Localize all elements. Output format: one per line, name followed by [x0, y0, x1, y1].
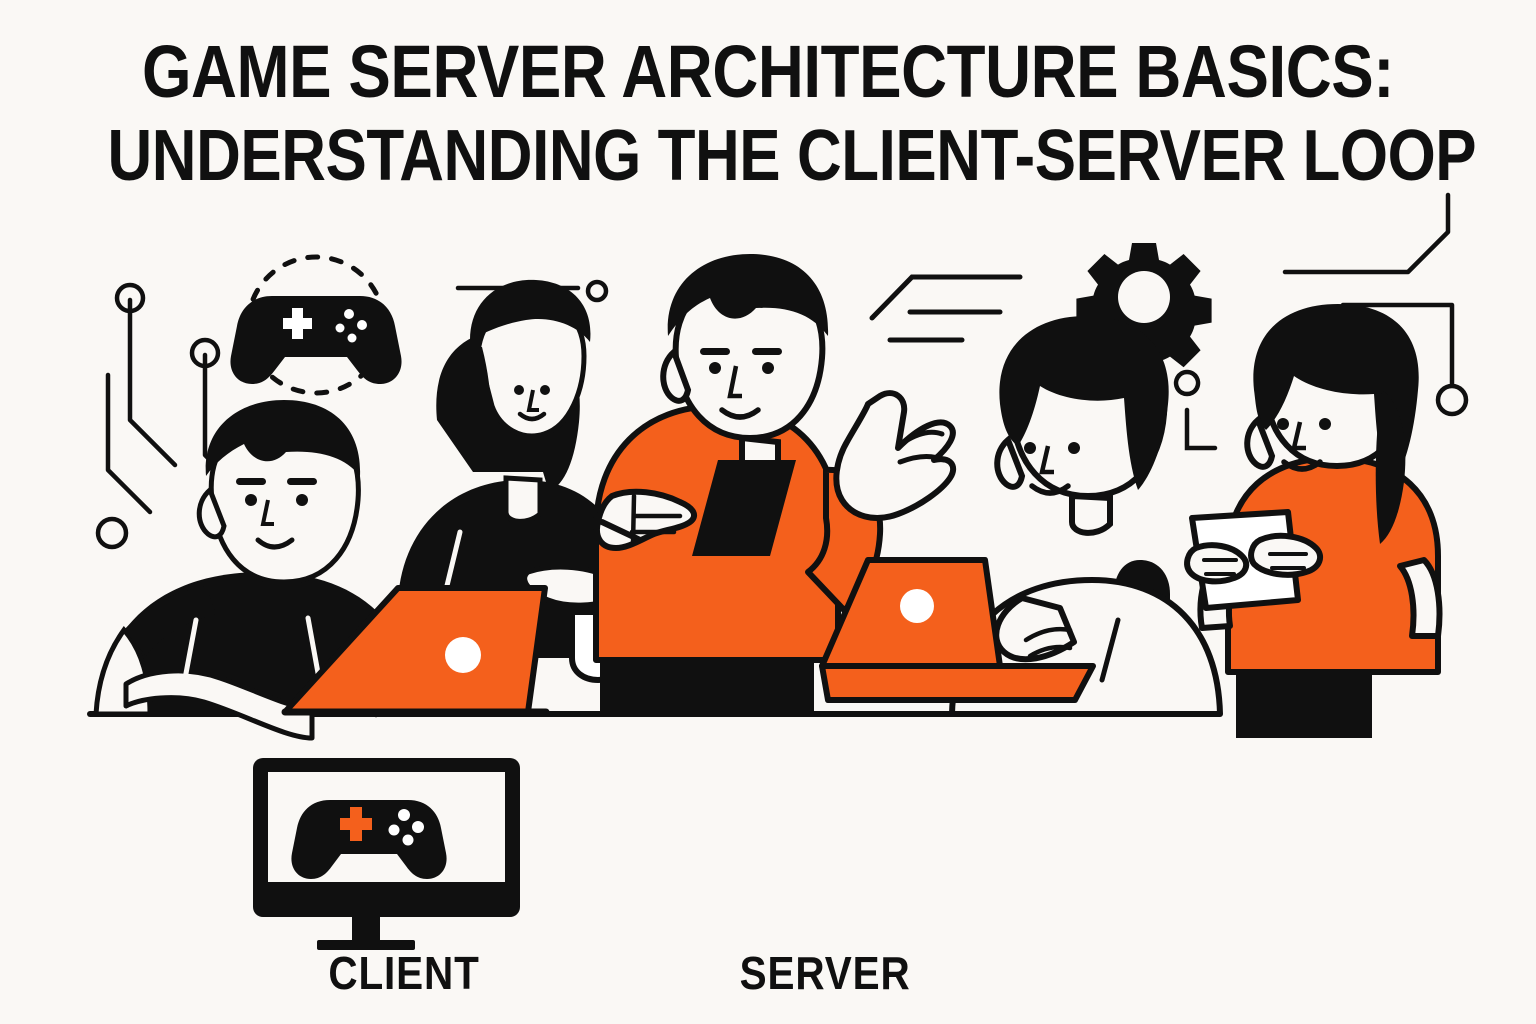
server-label: SERVER [739, 947, 911, 999]
gamepad-icon [230, 296, 402, 384]
laptop-right [819, 557, 1096, 703]
circuit-node [114, 282, 146, 314]
gamepad-icon [291, 800, 447, 879]
client-label: CLIENT [328, 947, 480, 999]
circuit-node [95, 516, 129, 550]
person-standing-black [398, 279, 634, 658]
person-seated-left [93, 400, 420, 741]
circuit-node-pin [1173, 369, 1218, 451]
decor-dot [585, 279, 609, 303]
person-presenter [593, 254, 957, 714]
signal-lines-center [869, 274, 1023, 343]
circuit-node [189, 337, 221, 369]
circuit-node [1435, 383, 1469, 417]
person-standing-orange [1184, 304, 1443, 738]
gamepad-bubble [230, 254, 402, 396]
laptop-left [281, 585, 550, 716]
circuit-top-right [1282, 192, 1455, 388]
client-monitor[interactable] [253, 758, 520, 950]
person-seated-right [949, 316, 1223, 717]
